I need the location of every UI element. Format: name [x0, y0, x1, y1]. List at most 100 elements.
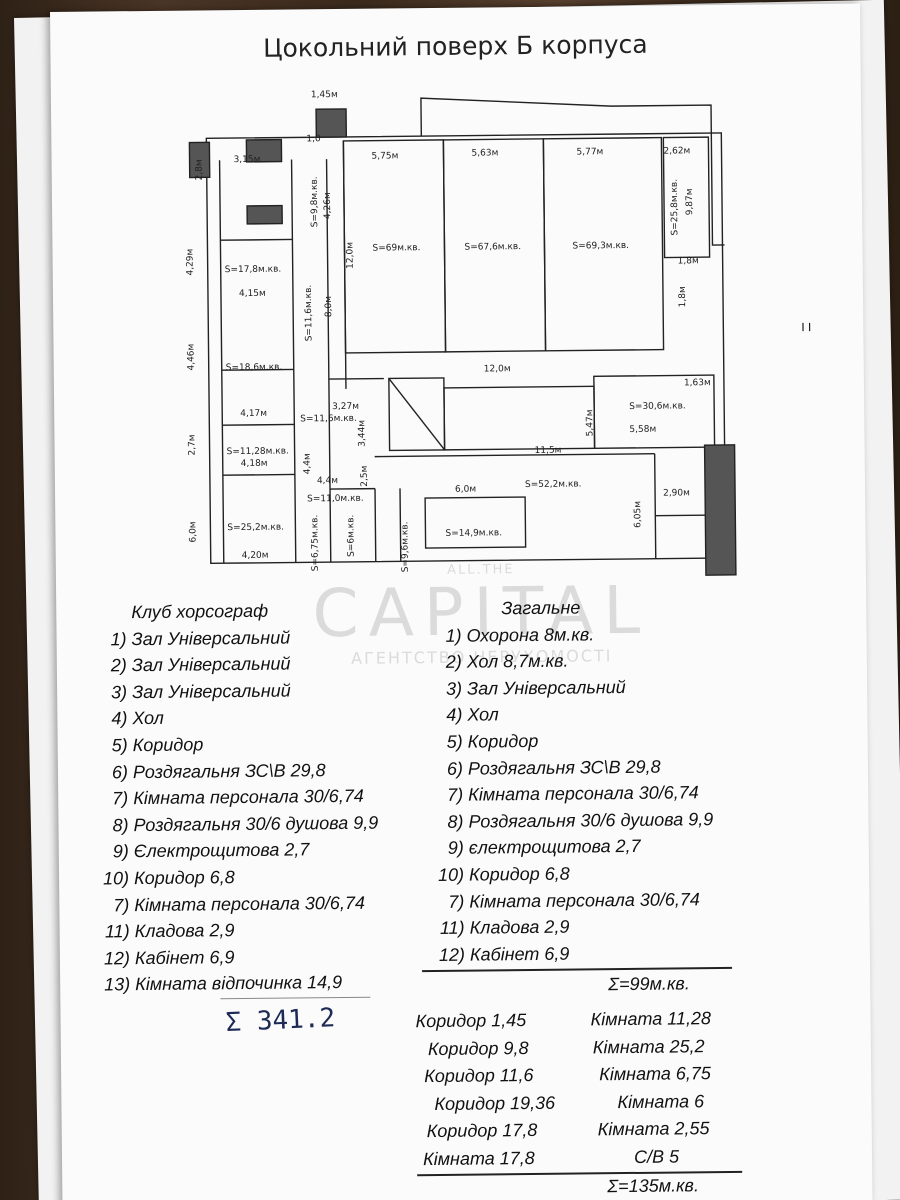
- area-label: S=9,8м.кв.: [310, 176, 321, 227]
- list-item: 3) Зал Універсальний: [111, 680, 291, 703]
- list-item: 2) Хол 8,7м.кв.: [445, 650, 569, 673]
- list-item: 7) Кімната персонала 30/6,74: [113, 892, 366, 915]
- area-label: S=6м.кв.: [346, 515, 356, 557]
- dim-label: 12,0м: [345, 242, 355, 269]
- area-label: S=11,0м.кв.: [307, 494, 364, 505]
- summary-cell: Кімната 25,2: [592, 1035, 705, 1057]
- list-item: 4) Хол: [111, 708, 164, 729]
- dim-label: 1,0: [306, 134, 321, 144]
- dim-label: 5,75м: [371, 151, 398, 161]
- summary-cell: Коридор 17,8: [426, 1120, 538, 1142]
- summary-cell: Кімната 17,8: [422, 1147, 535, 1170]
- margin-mark: I I: [801, 320, 812, 335]
- chimney-block: [315, 108, 348, 138]
- dim-label: 3,15м: [234, 155, 261, 165]
- list-item: 11) Кладова 2,9: [104, 920, 235, 942]
- document-sheet: Цокольний поверх Б корпуса: [50, 3, 873, 1200]
- list-item: 9) єлектрощитова 2,7: [447, 836, 641, 859]
- dim-label: 3,44м: [357, 420, 367, 447]
- area-label: S=69м.кв.: [372, 243, 420, 254]
- area-label: S=69,3м.кв.: [572, 241, 629, 252]
- list-item: 7) Кімната персонала 30/6,74: [448, 888, 700, 912]
- area-label: S=11,6м.кв.: [300, 414, 357, 425]
- dim-label: 4,15м: [239, 289, 266, 299]
- summary-cell: Коридор 11,6: [424, 1065, 534, 1087]
- summary-cell: Коридор 9,8: [427, 1037, 529, 1059]
- dim-label: 4,46м: [186, 344, 196, 371]
- list-item: 3) Зал Універсальний: [445, 676, 626, 699]
- list-item: 12) Кабінет 6,9: [438, 943, 570, 965]
- area-label: S=25,8м.кв.: [670, 179, 681, 236]
- wall-pier-3: [188, 141, 211, 179]
- list-item: 5) Коридор: [111, 734, 204, 756]
- summary-left-column: Коридор 1,45 Коридор 9,8 Коридор 11,6 Ко…: [415, 1007, 555, 1174]
- plan-labels: 1,45м 3,15м 2,8м 1,0 5,75м 5,63м 5,77м 2…: [185, 90, 710, 572]
- dim-label: 2,62м: [663, 146, 690, 156]
- area-label: S=9,6м.кв.: [400, 521, 411, 572]
- dim-label: 4,29м: [185, 249, 195, 276]
- upper-annex: [420, 97, 713, 137]
- list-item: 7) Кімната персонала 30/6,74: [112, 785, 364, 809]
- underline: [220, 996, 371, 1000]
- list-item: 1) Охорона 8м.кв.: [445, 623, 595, 646]
- area-label: S=30,6м.кв.: [629, 401, 686, 412]
- room-14-9: [424, 496, 527, 549]
- dim-label: 2,5м: [360, 466, 370, 487]
- dim-label: 5,58м: [629, 425, 656, 435]
- summary-cell: Кімната 6: [617, 1090, 705, 1112]
- list-item: 6) Роздягальня ЗС\В 29,8: [446, 756, 661, 779]
- wall-pier-2: [245, 138, 283, 163]
- summary-total: Σ=135м.кв.: [607, 1175, 700, 1197]
- area-label: S=52,2м.кв.: [525, 479, 582, 490]
- dim-label: 4,4м: [317, 476, 338, 486]
- right-list-total: Σ=99м.кв.: [608, 973, 690, 995]
- dim-label: 4,20м: [242, 551, 269, 561]
- summary-cell: Кімната 2,55: [597, 1118, 710, 1140]
- dim-label: 5,47м: [585, 409, 595, 436]
- summary-cell: Коридор 1,45: [415, 1010, 527, 1032]
- list-item: 8) Роздягальня 30/6 душова 9,9: [112, 812, 379, 836]
- dim-label: 5,63м: [471, 148, 498, 158]
- dim-label: 4,4м: [303, 453, 313, 474]
- dim-label: 2,7м: [187, 434, 197, 455]
- summary-cell: Коридор 19,36: [434, 1092, 556, 1114]
- hall-corridor: [443, 385, 596, 451]
- dim-label: 2,90м: [663, 488, 690, 498]
- summary-cell: Кімната 11,28: [590, 1008, 712, 1030]
- list-item: 4) Хол: [446, 704, 499, 726]
- summary-cell: С/В 5: [633, 1146, 680, 1167]
- dim-label: 12,0м: [484, 364, 511, 374]
- right-room-list: Загальне 1) Охорона 8м.кв. 2) Хол 8,7м.к…: [431, 593, 715, 968]
- dim-label: 9,87м: [685, 188, 695, 215]
- list-item: 11) Кладова 2,9: [439, 916, 570, 939]
- list-item: 5) Коридор: [446, 730, 539, 752]
- area-label: S=25,2м.кв.: [227, 523, 284, 534]
- dim-label: 1,8м: [678, 286, 688, 307]
- right-list-heading: Загальне: [501, 597, 581, 619]
- summary-right-column: Кімната 11,28 Кімната 25,2 Кімната 6,75 …: [590, 1005, 712, 1172]
- list-item: 13) Кімната відпочинка 14,9: [104, 972, 343, 995]
- area-label: S=67,6м.кв.: [464, 242, 521, 253]
- area-label: S=17,8м.кв.: [225, 265, 282, 276]
- room-25-8: [662, 136, 711, 259]
- list-item: 2) Зал Універсальний: [110, 653, 291, 676]
- dim-label: 6,0м: [188, 521, 198, 542]
- dim-label: 6,0м: [455, 485, 476, 495]
- dim-label: 4,18м: [241, 459, 268, 469]
- hall-3: [542, 136, 665, 352]
- dim-label: 1,45м: [311, 90, 338, 100]
- area-label: S=11,6м.кв.: [304, 285, 315, 342]
- list-item: 10) Коридор 6,8: [437, 863, 570, 885]
- wall-pier-1: [246, 204, 283, 225]
- list-item: 6) Роздягальня ЗС\В 29,8: [111, 759, 326, 782]
- dim-label: 2,8м: [195, 159, 205, 180]
- list-item: 12) Кабінет 6,9: [103, 946, 235, 969]
- dim-label: 3,27м: [332, 402, 359, 412]
- dim-label: 5,77м: [576, 147, 603, 157]
- handwritten-total: Σ 341.2: [224, 1003, 336, 1039]
- dim-label: 1,8м: [678, 256, 699, 266]
- list-item: 8) Роздягальня 30/6 душова 9,9: [447, 808, 714, 832]
- entrance-steps: [703, 444, 737, 576]
- area-label: S=14,9м.кв.: [445, 528, 502, 539]
